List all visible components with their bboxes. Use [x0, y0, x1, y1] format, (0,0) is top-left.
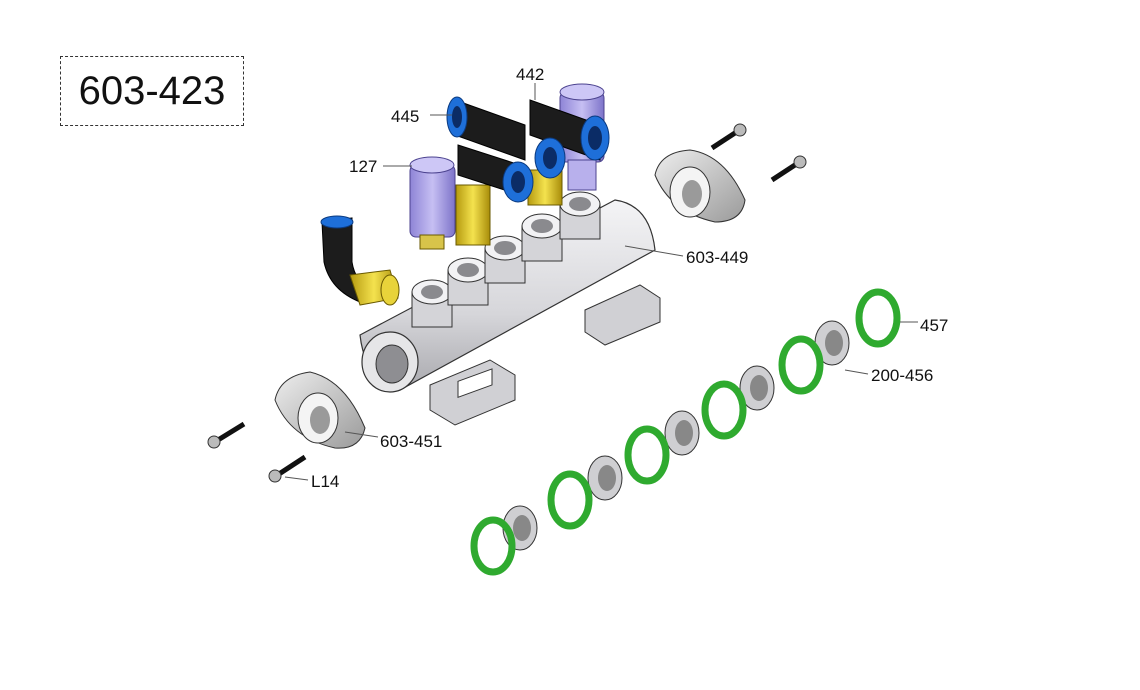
assembly-number: 603-423 [78, 68, 226, 113]
brass-adapters [455, 169, 563, 246]
assembly-number-box: 603-423 [60, 56, 244, 126]
o-ring [855, 288, 901, 348]
manifold-body [359, 199, 661, 426]
label-603-451: 603-451 [380, 432, 442, 451]
label-127: 127 [349, 157, 377, 176]
leader-lines [284, 83, 918, 481]
o-ring [701, 380, 747, 440]
spool [587, 455, 623, 501]
o-ring [547, 470, 593, 530]
elbow-fitting [320, 215, 400, 306]
end-flange-right [654, 149, 746, 223]
o-ring [470, 516, 516, 576]
label-200-456: 200-456 [871, 366, 933, 385]
manifold-ports [411, 191, 601, 328]
oring-spool-row [470, 288, 901, 576]
spool [664, 410, 700, 456]
spool [814, 320, 850, 366]
o-ring [624, 425, 670, 485]
tee-fittings [446, 96, 610, 203]
o-ring [778, 335, 824, 395]
label-457: 457 [920, 316, 948, 335]
label-603-449: 603-449 [686, 248, 748, 267]
end-flange-left [274, 371, 366, 449]
label-442: 442 [516, 65, 544, 84]
label-L14: L14 [311, 472, 339, 491]
label-445: 445 [391, 107, 419, 126]
silencer [409, 156, 456, 250]
screws [207, 123, 807, 483]
spool [739, 365, 775, 411]
